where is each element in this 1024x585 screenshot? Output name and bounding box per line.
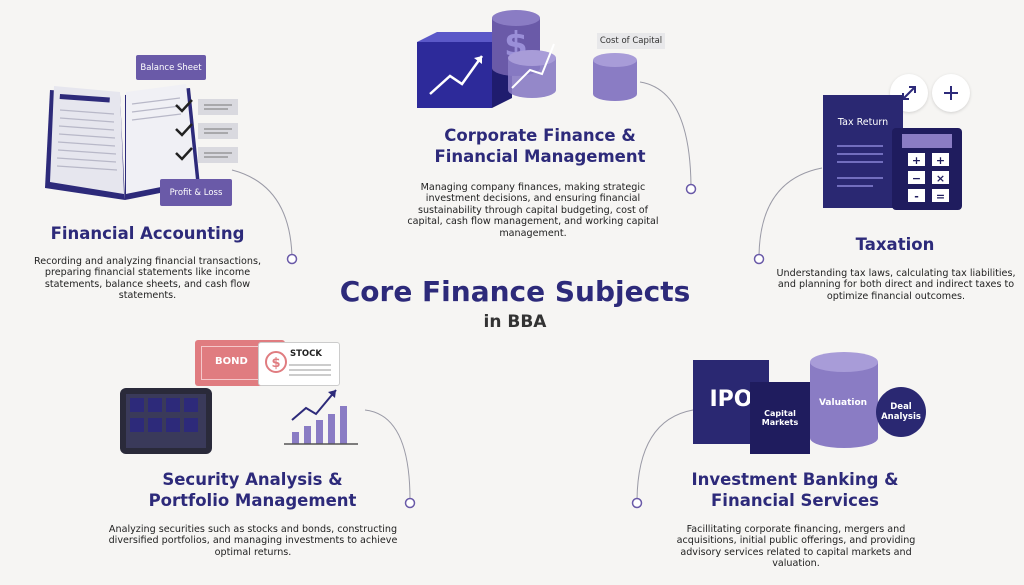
corporate-finance-title-line2: Financial Management [434,147,646,166]
svg-text:-: - [914,190,919,203]
svg-text:−: − [912,172,921,185]
svg-text:+: + [936,154,945,167]
svg-text:×: × [936,172,945,185]
valuation-label: Valuation [818,398,868,408]
security-analysis-title: Security Analysis & Portfolio Management [110,469,395,511]
profit-loss-tag: Profit & Loss [160,179,232,206]
bond-label: BOND [215,356,248,367]
calculator-icon: + + − × - = [892,128,962,210]
bar-growth-icon [284,389,358,445]
cost-cylinder-icon [593,53,637,101]
corporate-finance-title: Corporate Finance & Financial Management [390,125,690,167]
tax-return-label: Tax Return [837,117,889,128]
tablet-icon [120,388,212,454]
corporate-finance-title-line1: Corporate Finance & [444,126,636,145]
plus-icon [932,74,970,112]
financial-accounting-title: Financial Accounting [50,224,245,243]
valuation-cylinder-icon [810,352,878,448]
capital-markets-document-icon: Capital Markets [750,382,810,454]
financial-accounting-description: Recording and analyzing financial transa… [33,256,262,302]
investment-banking-title: Investment Banking & Financial Services [660,469,930,511]
security-analysis-title-line1: Security Analysis & [162,470,343,489]
open-ledger-book-icon [45,84,200,200]
stock-certificate-icon: $ STOCK [258,342,340,386]
security-analysis-title-line2: Portfolio Management [148,491,357,510]
taxation-description: Understanding tax laws, calculating tax … [776,268,1016,302]
investment-banking-title-line1: Investment Banking & [691,470,899,489]
investment-banking-title-line2: Financial Services [711,491,879,510]
corporate-finance-description: Managing company finances, making strate… [407,182,659,239]
svg-text:$: $ [271,356,280,371]
deal-analysis-badge: Deal Analysis [876,387,926,437]
page-subtitle: in BBA [483,312,547,332]
svg-text:=: = [936,190,945,203]
dollar-icon: $ [265,351,287,373]
dollar-cylinder-icon: $ [492,10,556,98]
tax-return-document-icon: Tax Return [823,95,903,208]
page-title: Core Finance Subjects [339,275,691,308]
taxation-title: Taxation [855,235,935,254]
investment-banking-description: Facillitating corporate financing, merge… [676,524,916,570]
svg-text:+: + [912,154,921,167]
balance-sheet-tag: Balance Sheet [136,55,206,80]
cost-of-capital-tag: Cost of Capital [597,33,665,49]
checklist-icon [170,95,240,167]
security-analysis-description: Analyzing securities such as stocks and … [108,524,398,558]
stock-label: STOCK [290,349,322,359]
